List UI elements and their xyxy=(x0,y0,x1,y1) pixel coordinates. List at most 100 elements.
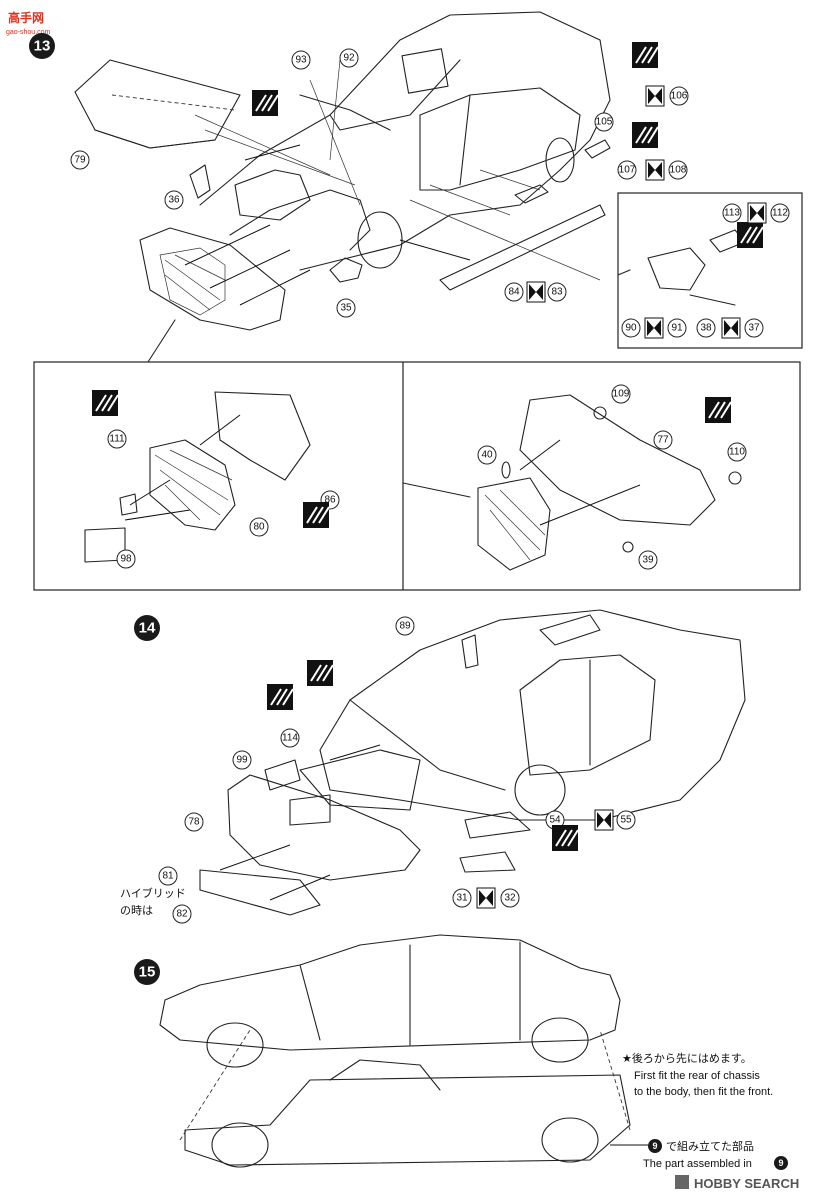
svg-text:ハイブリッド: ハイブリッド xyxy=(120,886,186,900)
part-number-81: 81 xyxy=(158,866,178,886)
step-15-badge: 15 xyxy=(134,959,160,985)
svg-text:112: 112 xyxy=(772,208,788,219)
svg-text:の時は: の時は xyxy=(120,904,153,917)
part-number-98: 98 xyxy=(116,549,136,569)
part-number-108: 108 xyxy=(668,160,688,180)
part-number-112: 112 xyxy=(770,203,790,223)
part-number-32: 32 xyxy=(500,888,520,908)
svg-text:The part assembled in: The part assembled in xyxy=(643,1158,752,1170)
part-number-106: 106 xyxy=(669,86,689,106)
svg-text:38: 38 xyxy=(700,323,712,334)
part-number-110: 110 xyxy=(727,442,747,462)
site-logo: 高手网 gao-shou.com xyxy=(6,10,51,36)
svg-text:9: 9 xyxy=(652,1141,657,1151)
part-number-114: 114 xyxy=(280,728,300,748)
part-number-55: 55 xyxy=(616,810,636,830)
part-number-79: 79 xyxy=(70,150,90,170)
svg-text:109: 109 xyxy=(613,389,630,400)
svg-text:77: 77 xyxy=(657,435,669,446)
svg-text:114: 114 xyxy=(282,733,298,744)
hybrid-note: ハイブリッド の時は xyxy=(120,886,186,917)
svg-text:113: 113 xyxy=(724,208,740,219)
left-right-pair-icon xyxy=(476,887,496,909)
part-number-40: 40 xyxy=(477,445,497,465)
left-right-pair-icon xyxy=(645,159,665,181)
grille-detail-box xyxy=(33,361,801,591)
part-number-113: 113 xyxy=(722,203,742,223)
svg-text:81: 81 xyxy=(162,871,174,882)
svg-text:106: 106 xyxy=(671,91,688,102)
svg-text:86: 86 xyxy=(324,495,336,506)
paint-instruction-icon xyxy=(303,502,330,528)
part-number-109: 109 xyxy=(611,384,631,404)
left-right-pair-icon xyxy=(645,85,665,107)
part-number-37: 37 xyxy=(744,318,764,338)
part-number-90: 90 xyxy=(621,318,641,338)
svg-text:99: 99 xyxy=(236,755,248,766)
part-number-111: 111 xyxy=(107,429,127,449)
step-13-badge: 13 xyxy=(29,33,55,59)
svg-text:98: 98 xyxy=(120,554,132,565)
part-number-31: 31 xyxy=(452,888,472,908)
part-number-80: 80 xyxy=(249,517,269,537)
left-right-pair-icon xyxy=(721,317,741,339)
part-number-38: 38 xyxy=(696,318,716,338)
part-number-89: 89 xyxy=(395,616,415,636)
svg-text:91: 91 xyxy=(671,323,683,334)
paint-instruction-icon xyxy=(552,825,579,851)
car-body-front-view xyxy=(199,11,611,271)
paint-instruction-icon xyxy=(252,90,279,116)
part-number-35: 35 xyxy=(336,298,356,318)
svg-text:55: 55 xyxy=(620,815,632,826)
svg-text:82: 82 xyxy=(176,909,188,920)
svg-text:107: 107 xyxy=(619,165,636,176)
left-right-pair-icon xyxy=(644,317,664,339)
chassis-part xyxy=(179,1029,631,1168)
svg-text:40: 40 xyxy=(481,450,493,461)
car-body-side-view xyxy=(159,934,621,1068)
svg-text:80: 80 xyxy=(253,522,265,533)
front-bumper-part xyxy=(139,227,286,331)
part-number-82: 82 xyxy=(172,904,192,924)
instruction-icons xyxy=(92,42,767,909)
svg-text:14: 14 xyxy=(139,620,156,637)
left-right-pair-icon xyxy=(594,809,614,831)
svg-text:9: 9 xyxy=(778,1158,783,1168)
small-parts-13 xyxy=(189,94,611,283)
rear-bumper-part xyxy=(199,634,531,916)
paint-instruction-icon xyxy=(267,684,294,710)
assembly-arrows-13 xyxy=(184,59,601,306)
car-body-rear-view xyxy=(319,609,746,821)
svg-text:111: 111 xyxy=(109,434,125,445)
part-number-105: 105 xyxy=(594,112,614,132)
svg-text:★後ろから先にはめます。: ★後ろから先にはめます。 xyxy=(622,1051,752,1065)
part-number-92: 92 xyxy=(339,48,359,68)
site-logo-text: 高手网 xyxy=(8,10,44,25)
svg-text:84: 84 xyxy=(508,287,520,298)
step-14-badge: 14 xyxy=(134,615,160,641)
part-number-84: 84 xyxy=(504,282,524,302)
hood-part xyxy=(74,59,241,149)
svg-text:90: 90 xyxy=(625,323,637,334)
part-number-107: 107 xyxy=(617,160,637,180)
paint-instruction-icon xyxy=(705,397,732,423)
svg-text:HOBBY SEARCH: HOBBY SEARCH xyxy=(694,1176,799,1191)
svg-text:89: 89 xyxy=(399,621,411,632)
svg-text:13: 13 xyxy=(34,38,51,55)
paint-instruction-icon xyxy=(737,222,764,248)
svg-text:39: 39 xyxy=(642,555,654,566)
svg-text:15: 15 xyxy=(139,964,156,981)
svg-text:で組み立てた部品: で組み立てた部品 xyxy=(666,1139,754,1153)
part-number-39: 39 xyxy=(638,550,658,570)
svg-text:92: 92 xyxy=(343,53,355,64)
paint-instruction-icon xyxy=(307,660,334,686)
side-skirt-part xyxy=(439,204,606,291)
paint-instruction-icon xyxy=(632,122,659,148)
svg-text:First fit the rear of chassis: First fit the rear of chassis xyxy=(634,1070,760,1082)
part-number-78: 78 xyxy=(184,812,204,832)
svg-text:54: 54 xyxy=(549,815,561,826)
svg-text:35: 35 xyxy=(340,303,352,314)
svg-text:93: 93 xyxy=(295,55,307,66)
